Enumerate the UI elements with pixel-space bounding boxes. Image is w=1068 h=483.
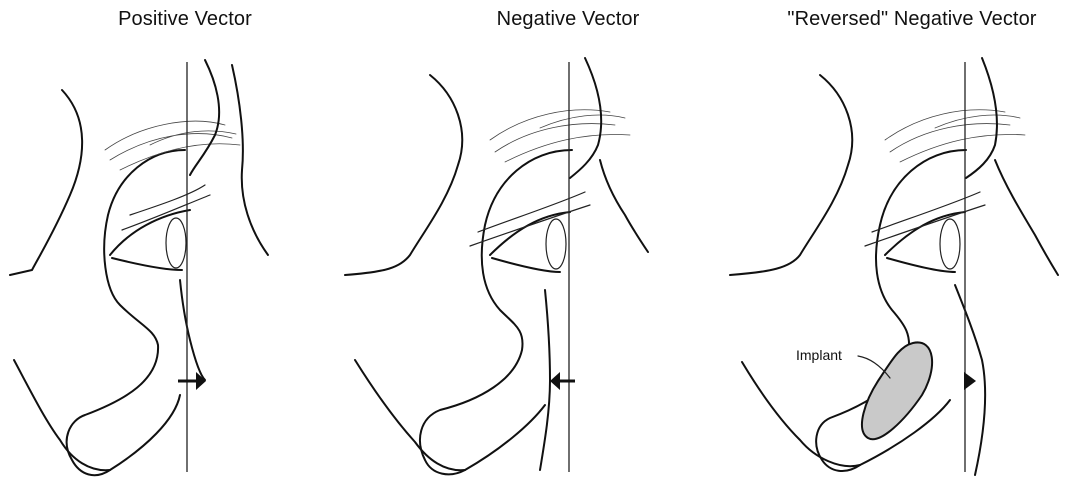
eyebrow-hairs [885,110,1025,162]
lid-crease [470,192,590,246]
profile-nose [995,160,1058,275]
lower-lid-contour [540,290,550,470]
eyebrow-hairs [490,110,630,162]
profile-nose [232,65,268,255]
profile-forehead [966,58,997,178]
lid-crease [122,185,210,230]
brow-contour [10,90,82,275]
brow-contour [345,75,462,275]
brow-contour [730,75,852,275]
iris [940,219,960,269]
iris [546,219,566,269]
profile-forehead [570,58,601,178]
orbital-rim [67,150,185,475]
profile-forehead [190,60,219,175]
implant-label: Implant [796,347,842,363]
orbital-rim [420,150,572,474]
profile-nose [600,160,648,252]
lid-crease [865,192,985,246]
triangle-right-icon [964,372,976,390]
eyelid [490,212,570,272]
iris [166,218,186,268]
panel-reversed-negative-vector: Implant [730,58,1058,475]
eyebrow-hairs [105,121,240,170]
cheek-contour [14,360,110,470]
cheek-contour [355,360,465,470]
eyelid [885,212,965,272]
panel-positive-vector [10,60,268,475]
panel-negative-vector [345,58,648,474]
lower-lid-contour [180,280,205,380]
arrow-left-icon [550,372,575,390]
implant-shape [862,342,932,439]
